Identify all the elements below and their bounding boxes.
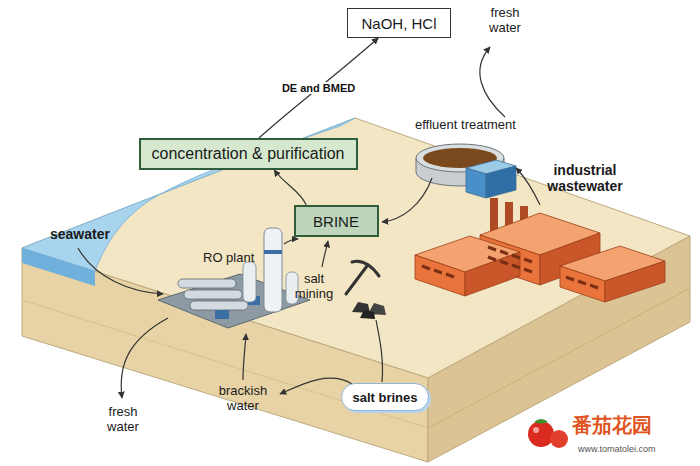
source-label: industrial wastewater	[538, 162, 632, 194]
land-front	[22, 248, 428, 462]
process-label: salt mining	[289, 272, 339, 302]
plant-label: effluent treatment	[415, 118, 516, 133]
highlight	[533, 427, 539, 433]
pump	[215, 310, 229, 319]
factory	[415, 198, 665, 302]
building-side	[486, 166, 516, 198]
leaf	[534, 419, 548, 424]
flow-line	[376, 320, 383, 382]
effluent-tank	[416, 144, 516, 198]
product-box: NaOH, HCl	[347, 8, 451, 38]
sea-front	[22, 248, 95, 286]
flow-arrow	[121, 318, 168, 398]
tube	[190, 301, 248, 310]
tomato	[528, 421, 554, 447]
flow-arrow	[78, 248, 163, 294]
flow-arrow	[322, 241, 328, 267]
flow-arrow	[480, 47, 505, 117]
block-side	[605, 261, 665, 302]
brine-box: BRINE	[294, 205, 379, 237]
flow-arrow	[284, 239, 298, 244]
building-front	[466, 168, 486, 198]
rock	[360, 310, 375, 319]
flow-connector	[274, 170, 306, 205]
process-box: concentration & purification	[139, 138, 358, 170]
tube	[178, 279, 236, 288]
block-front	[415, 255, 465, 296]
strata-line	[428, 288, 690, 428]
node-text: concentration & purification	[152, 145, 345, 163]
output-label: fresh water	[97, 405, 149, 435]
watermark-url: www.tomatolei.com	[578, 444, 656, 454]
edge-label: DE and BMED	[280, 82, 357, 94]
tomato	[550, 430, 568, 448]
watermark: 番茄花园	[572, 414, 652, 437]
pick-head	[352, 261, 379, 276]
pick-handle	[346, 266, 367, 294]
plant-label: RO plant	[203, 251, 254, 266]
process-arrow	[259, 38, 378, 138]
node-text: salt brines	[352, 390, 417, 405]
output-label: fresh water	[480, 6, 530, 36]
node-text: NaOH, HCl	[361, 15, 436, 32]
flow-arrows	[78, 47, 540, 398]
flow-arrow	[243, 334, 246, 380]
windows	[422, 247, 598, 288]
ro-plant-figure	[158, 228, 310, 328]
land-block	[22, 118, 690, 462]
flow-arrow	[382, 178, 432, 222]
column	[264, 228, 282, 312]
flow-arrow	[516, 168, 540, 205]
tank	[243, 262, 256, 302]
source-oval: salt brines	[341, 383, 429, 411]
source-label: seawater	[50, 226, 110, 242]
pickaxe-icon	[346, 261, 386, 319]
column-band	[264, 250, 282, 254]
tube	[184, 290, 242, 299]
watermark-icon	[528, 419, 568, 448]
source-label: brackish water	[211, 384, 275, 414]
node-text: BRINE	[313, 213, 359, 230]
